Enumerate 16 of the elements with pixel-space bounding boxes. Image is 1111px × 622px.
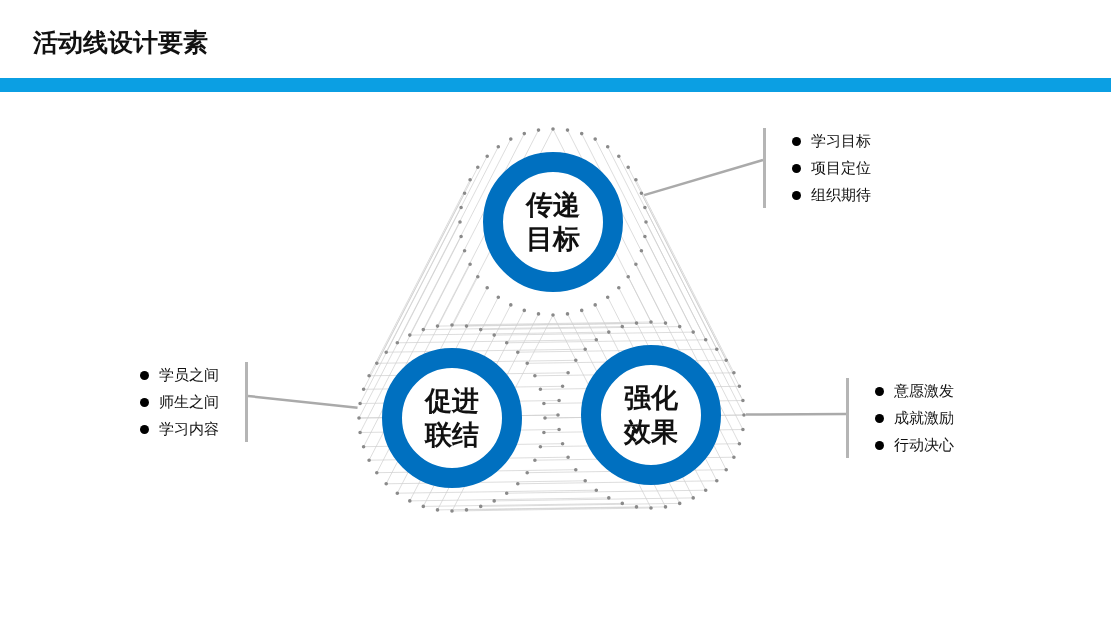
bullet-text: 项目定位 — [811, 158, 871, 178]
bullet-text: 学习目标 — [811, 131, 871, 151]
bullet-text: 学习内容 — [159, 419, 219, 439]
leader-line — [643, 158, 764, 197]
page-title: 活动线设计要素 — [33, 27, 208, 59]
bullet-text: 意愿激发 — [894, 381, 954, 401]
circle-label: 促进联结 — [423, 384, 480, 452]
bullet-text: 行动决心 — [894, 435, 954, 455]
circle-label: 传递目标 — [524, 188, 581, 256]
leader-line — [247, 394, 358, 410]
bullet-text: 学员之间 — [159, 365, 219, 385]
leader-line — [746, 412, 846, 416]
bullet-text: 师生之间 — [159, 392, 219, 412]
bullet-text: 成就激励 — [894, 408, 954, 428]
bullet-text: 组织期待 — [811, 185, 871, 205]
circle-label: 强化效果 — [622, 381, 679, 449]
